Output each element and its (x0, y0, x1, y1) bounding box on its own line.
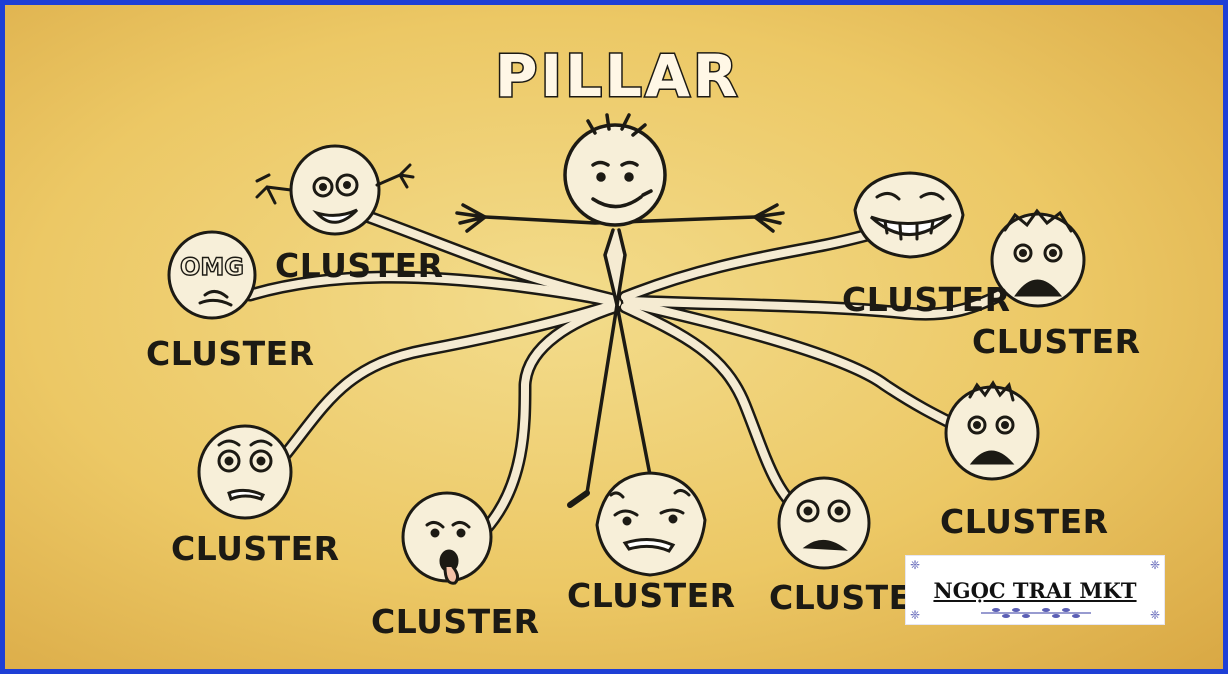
corner-ornament-icon: ❈ (1148, 558, 1162, 572)
cluster-face-troll (855, 173, 963, 257)
watermark-text: NGỌC TRAI MKT (906, 578, 1164, 603)
cluster-face-4 (403, 493, 491, 583)
corner-ornament-icon: ❈ (1148, 608, 1162, 622)
cluster-label-4: CLUSTER (371, 605, 540, 638)
corner-ornament-icon: ❈ (908, 558, 922, 572)
cluster-label-7: CLUSTER (940, 505, 1109, 538)
corner-ornament-icon: ❈ (908, 608, 922, 622)
laurel-ornament-icon (976, 606, 1096, 620)
cluster-label-9: CLUSTER (842, 283, 1011, 316)
pillar-title: PILLAR (495, 47, 741, 105)
cluster-label-5: CLUSTER (567, 579, 736, 612)
cluster-label-2: CLUSTER (146, 337, 315, 370)
cluster-label-3: CLUSTER (171, 532, 340, 565)
cluster-label-1: CLUSTER (275, 249, 444, 282)
cluster-face-5 (597, 473, 705, 575)
cluster-face-6 (779, 478, 869, 568)
cluster-face-3 (199, 426, 291, 518)
omg-text: OMG (180, 253, 244, 281)
cluster-label-8: CLUSTER (972, 325, 1141, 358)
cluster-face-7 (946, 383, 1038, 479)
watermark-badge: ❈ ❈ ❈ ❈ NGỌC TRAI MKT (905, 555, 1165, 625)
